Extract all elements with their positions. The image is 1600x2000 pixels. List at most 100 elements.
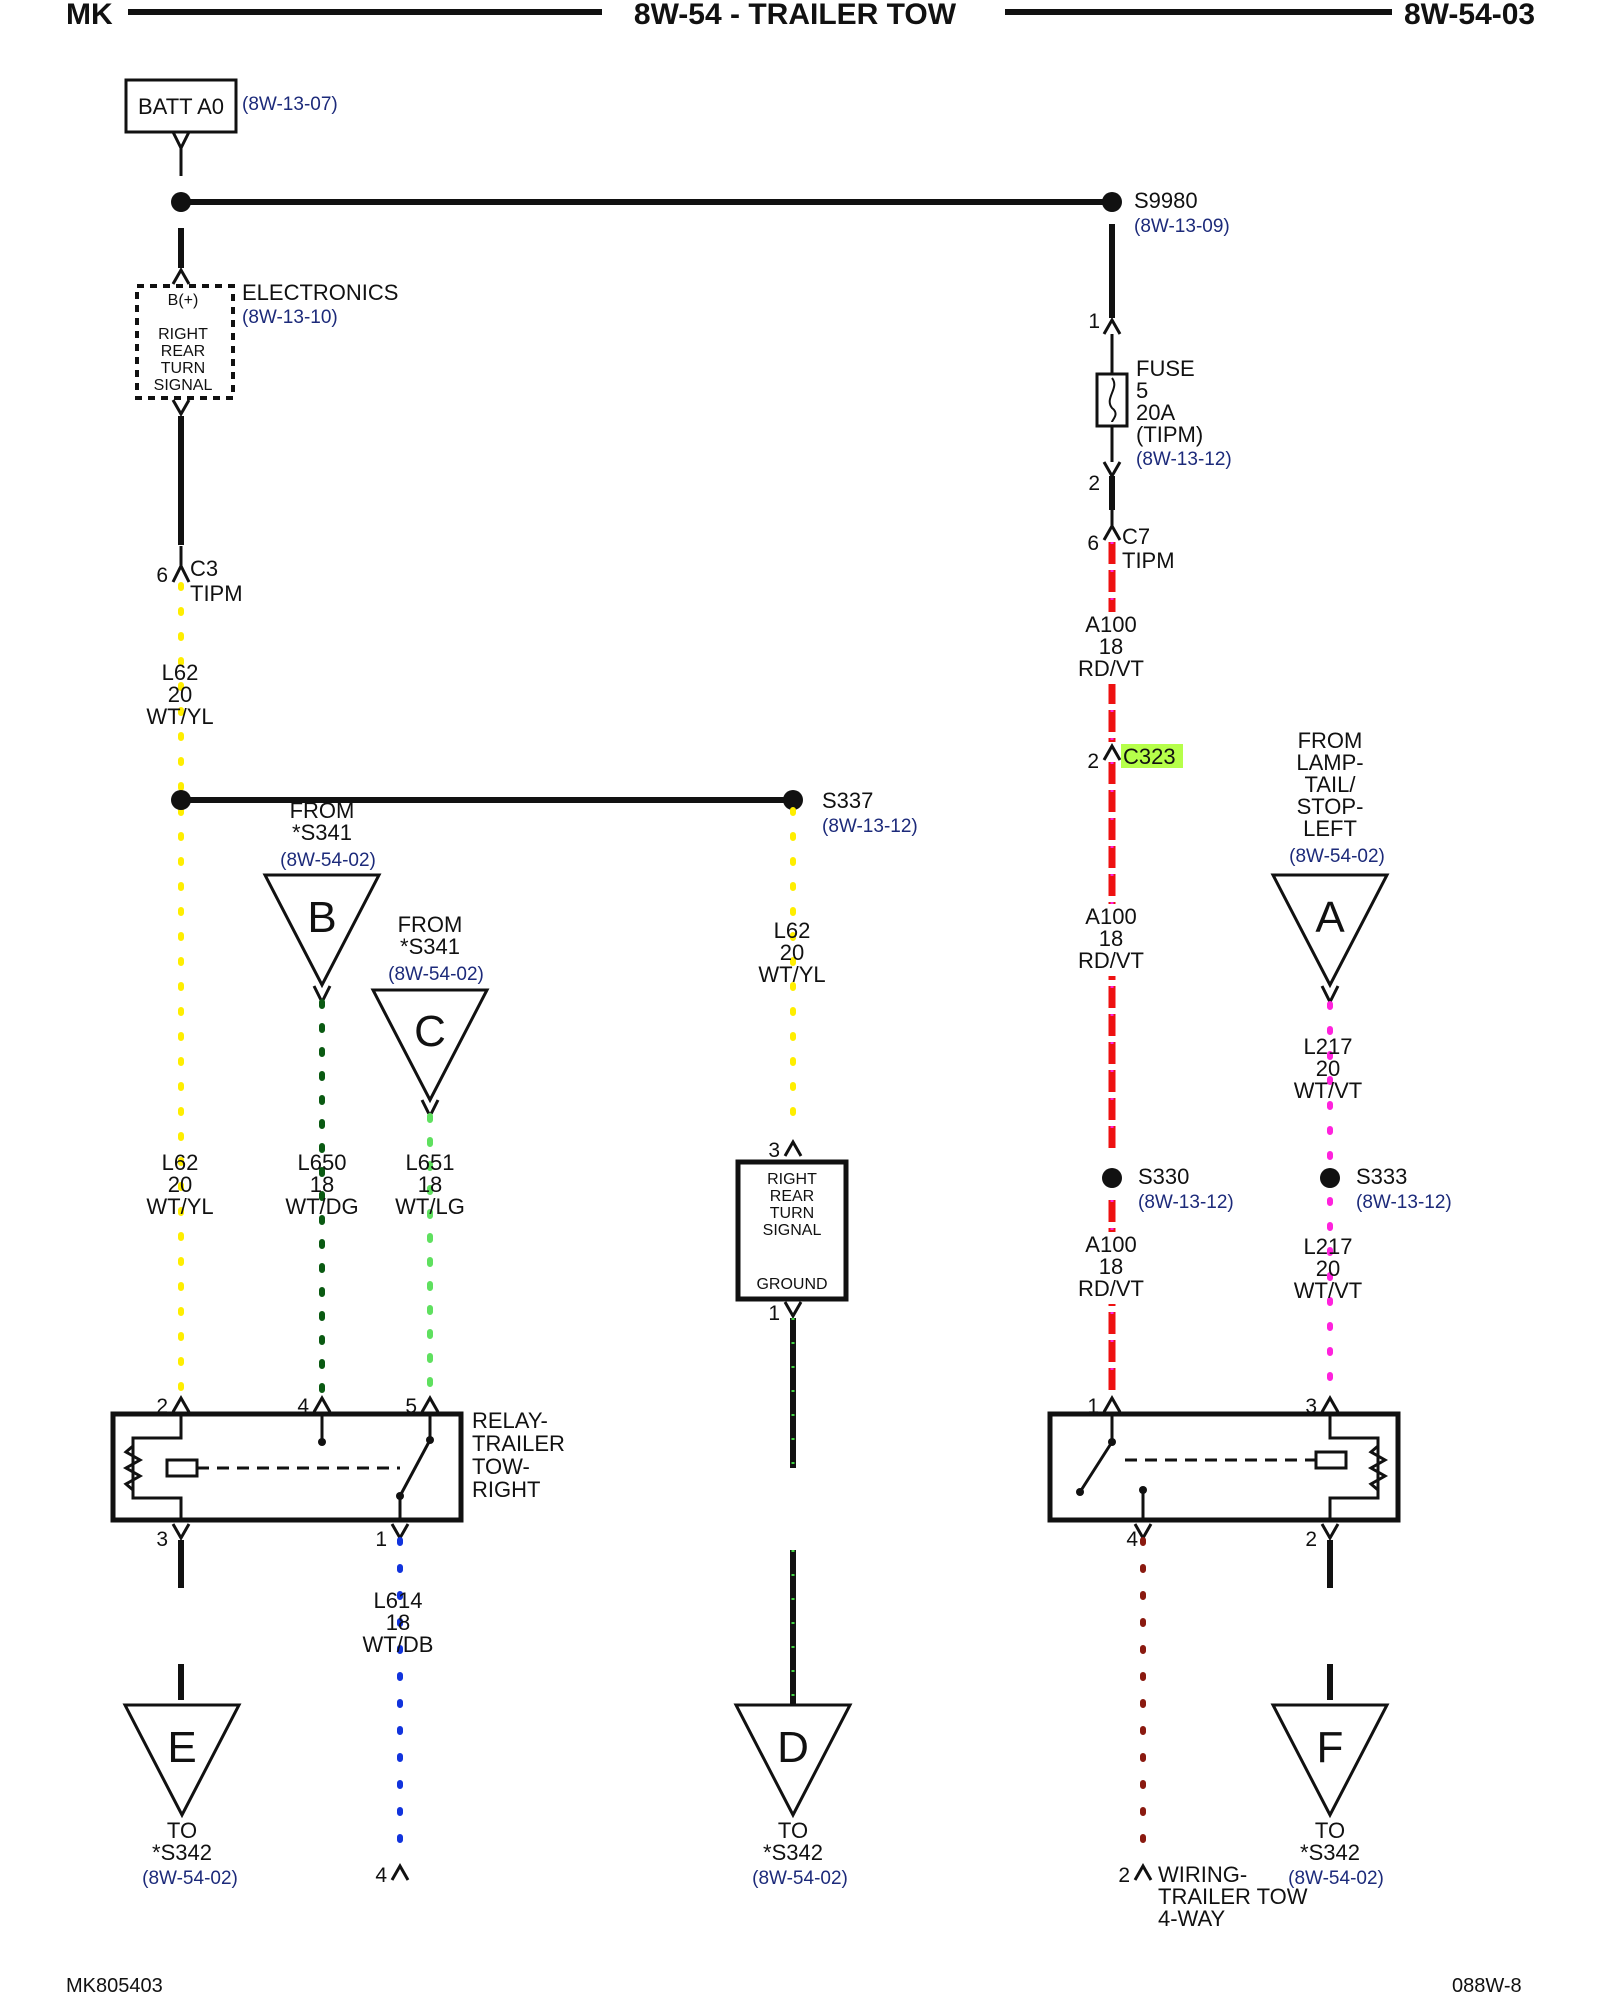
bus-splice-left [171,192,191,212]
c-ref: (8W-54-02) [388,964,484,985]
splice-s330-dot [1102,1168,1122,1188]
right-rear-turn-signal-lamp: 3 RIGHT REAR TURN SIGNAL GROUND 1 [735,1138,849,1325]
wiring-pin4-symbol [390,1862,410,1881]
a100-2-line-2: 18 [1099,926,1123,951]
electronics-pin-label: B(+) [168,292,199,309]
fuse-element [1108,377,1117,423]
splice-s337-label: S337 [822,788,873,813]
label-l650: L650 18 WT/DG [285,1150,358,1219]
lamp-line-3: TURN [770,1205,814,1222]
splice-s337-dot [783,790,803,810]
label-l217-2: L217 20 WT/VT [1294,1234,1362,1303]
l217-1-line-3: WT/VT [1294,1078,1362,1103]
lamp-pin3-symbol [783,1138,803,1157]
wiring-line-1: WIRING- [1158,1862,1247,1887]
l62-top-line-3: WT/YL [146,704,213,729]
a-line-4: STOP- [1297,794,1364,819]
relay-r-resistor [122,1444,144,1492]
label-l62-mid: L62 20 WT/YL [758,918,825,987]
d-ref: (8W-54-02) [752,1868,848,1889]
relay-r-line-4: RIGHT [472,1477,540,1502]
a-pin-symbol [1320,985,1340,1006]
e-line-1: TO [167,1818,197,1843]
f-line-1: TO [1315,1818,1345,1843]
a100-3-line-2: 18 [1099,1254,1123,1279]
l62-top-line-2: 20 [168,682,192,707]
electronics-ref: (8W-13-10) [242,307,338,328]
a-triangle [1270,873,1390,989]
off-page-connector-c: FROM *S341 (8W-54-02) C [370,912,490,1120]
label-l62-left: L62 20 WT/YL [146,1150,213,1219]
header-left: MK [66,0,113,31]
a100-1-line-3: RD/VT [1078,656,1144,681]
l62-left-line-1: L62 [162,1150,199,1175]
electronics-line-2: REAR [161,343,205,360]
relay-l-resistor [1367,1444,1389,1492]
batt-box [124,78,238,134]
l62-top-line-1: L62 [162,660,199,685]
e-letter: E [167,1723,196,1772]
l651-line-3: WT/LG [395,1194,465,1219]
fuse-line-3: 20A [1136,400,1175,425]
label-l614: L614 18 WT/DB [363,1588,434,1657]
label-a100-1: A100 18 RD/VT [1078,612,1144,681]
lamp-line-1: RIGHT [767,1171,817,1188]
splice-s333-label: S333 [1356,1164,1407,1189]
fuse-pin2: 2 [1088,472,1100,495]
f-triangle [1270,1703,1390,1819]
c3-pin: 6 [156,564,168,587]
a-line-1: FROM [1298,728,1363,753]
electronics-out-pin-symbol [171,399,191,418]
relay-r-pin2-symbol [171,1394,191,1413]
relay-r-pin3-symbol [171,1523,191,1542]
l217-2-line-1: L217 [1304,1234,1353,1259]
lamp-line-2: REAR [770,1188,814,1205]
fuse-pin2-symbol [1102,461,1122,480]
l614-line-3: WT/DB [363,1632,434,1657]
electronics-line-4: SIGNAL [154,377,213,394]
b-letter: B [307,893,336,942]
c-letter: C [414,1007,446,1056]
splice-s337-ref: (8W-13-12) [822,816,918,837]
c7-pin-symbol [1102,522,1122,541]
label-l62-top: L62 20 WT/YL [146,660,213,729]
lamp-box [735,1159,849,1302]
relay-l-pin4: 4 [1126,1528,1138,1551]
label-a100-3: A100 18 RD/VT [1078,1232,1144,1301]
relay-l-coil-wire [1328,1414,1380,1520]
e-triangle [122,1703,242,1819]
l614-line-1: L614 [374,1588,423,1613]
relay-r-pin5-symbol [420,1394,440,1413]
l62-mid-line-3: WT/YL [758,962,825,987]
header: MK 8W-54 - TRAILER TOW 8W-54-03 [66,0,1535,31]
c7-name: C7 [1122,524,1150,549]
label-l217-1: L217 20 WT/VT [1294,1034,1362,1103]
c3-name: C3 [190,556,218,581]
a-letter: A [1315,893,1345,942]
splice-s9980-label: S9980 [1134,188,1198,213]
d-line-1: TO [778,1818,808,1843]
footer-left: MK805403 [66,1975,163,1997]
c3-pin-symbol [171,562,191,583]
relay-r-pin4-symbol [312,1394,332,1413]
relay-trailer-tow-right: 2 4 5 RELAY- TRAILER TOW- RIGHT 3 1 [110,1394,565,1551]
relay-r-line-3: TOW- [472,1454,530,1479]
c323-pin: 2 [1087,750,1099,773]
splice-s330-ref: (8W-13-12) [1138,1192,1234,1213]
c-triangle [370,988,490,1104]
lamp-pin3: 3 [768,1139,780,1162]
relay-l-pin1-symbol [1102,1394,1122,1413]
electronics-line-1: RIGHT [158,326,208,343]
relay-r-pin5: 5 [405,1395,417,1418]
c7-sub: TIPM [1122,548,1175,573]
wiring-pin2-symbol [1133,1862,1153,1881]
l217-1-line-1: L217 [1304,1034,1353,1059]
relay-r-pin4-dot [318,1438,326,1446]
connector-c3: 6 C3 TIPM [156,546,243,606]
relay-l-switch-blade [1078,1441,1114,1493]
batt-ref: (8W-13-07) [242,94,338,115]
relay-r-coil-wire [131,1414,183,1520]
wiring-line-2: TRAILER TOW [1158,1884,1308,1909]
a100-2-line-1: A100 [1085,904,1136,929]
